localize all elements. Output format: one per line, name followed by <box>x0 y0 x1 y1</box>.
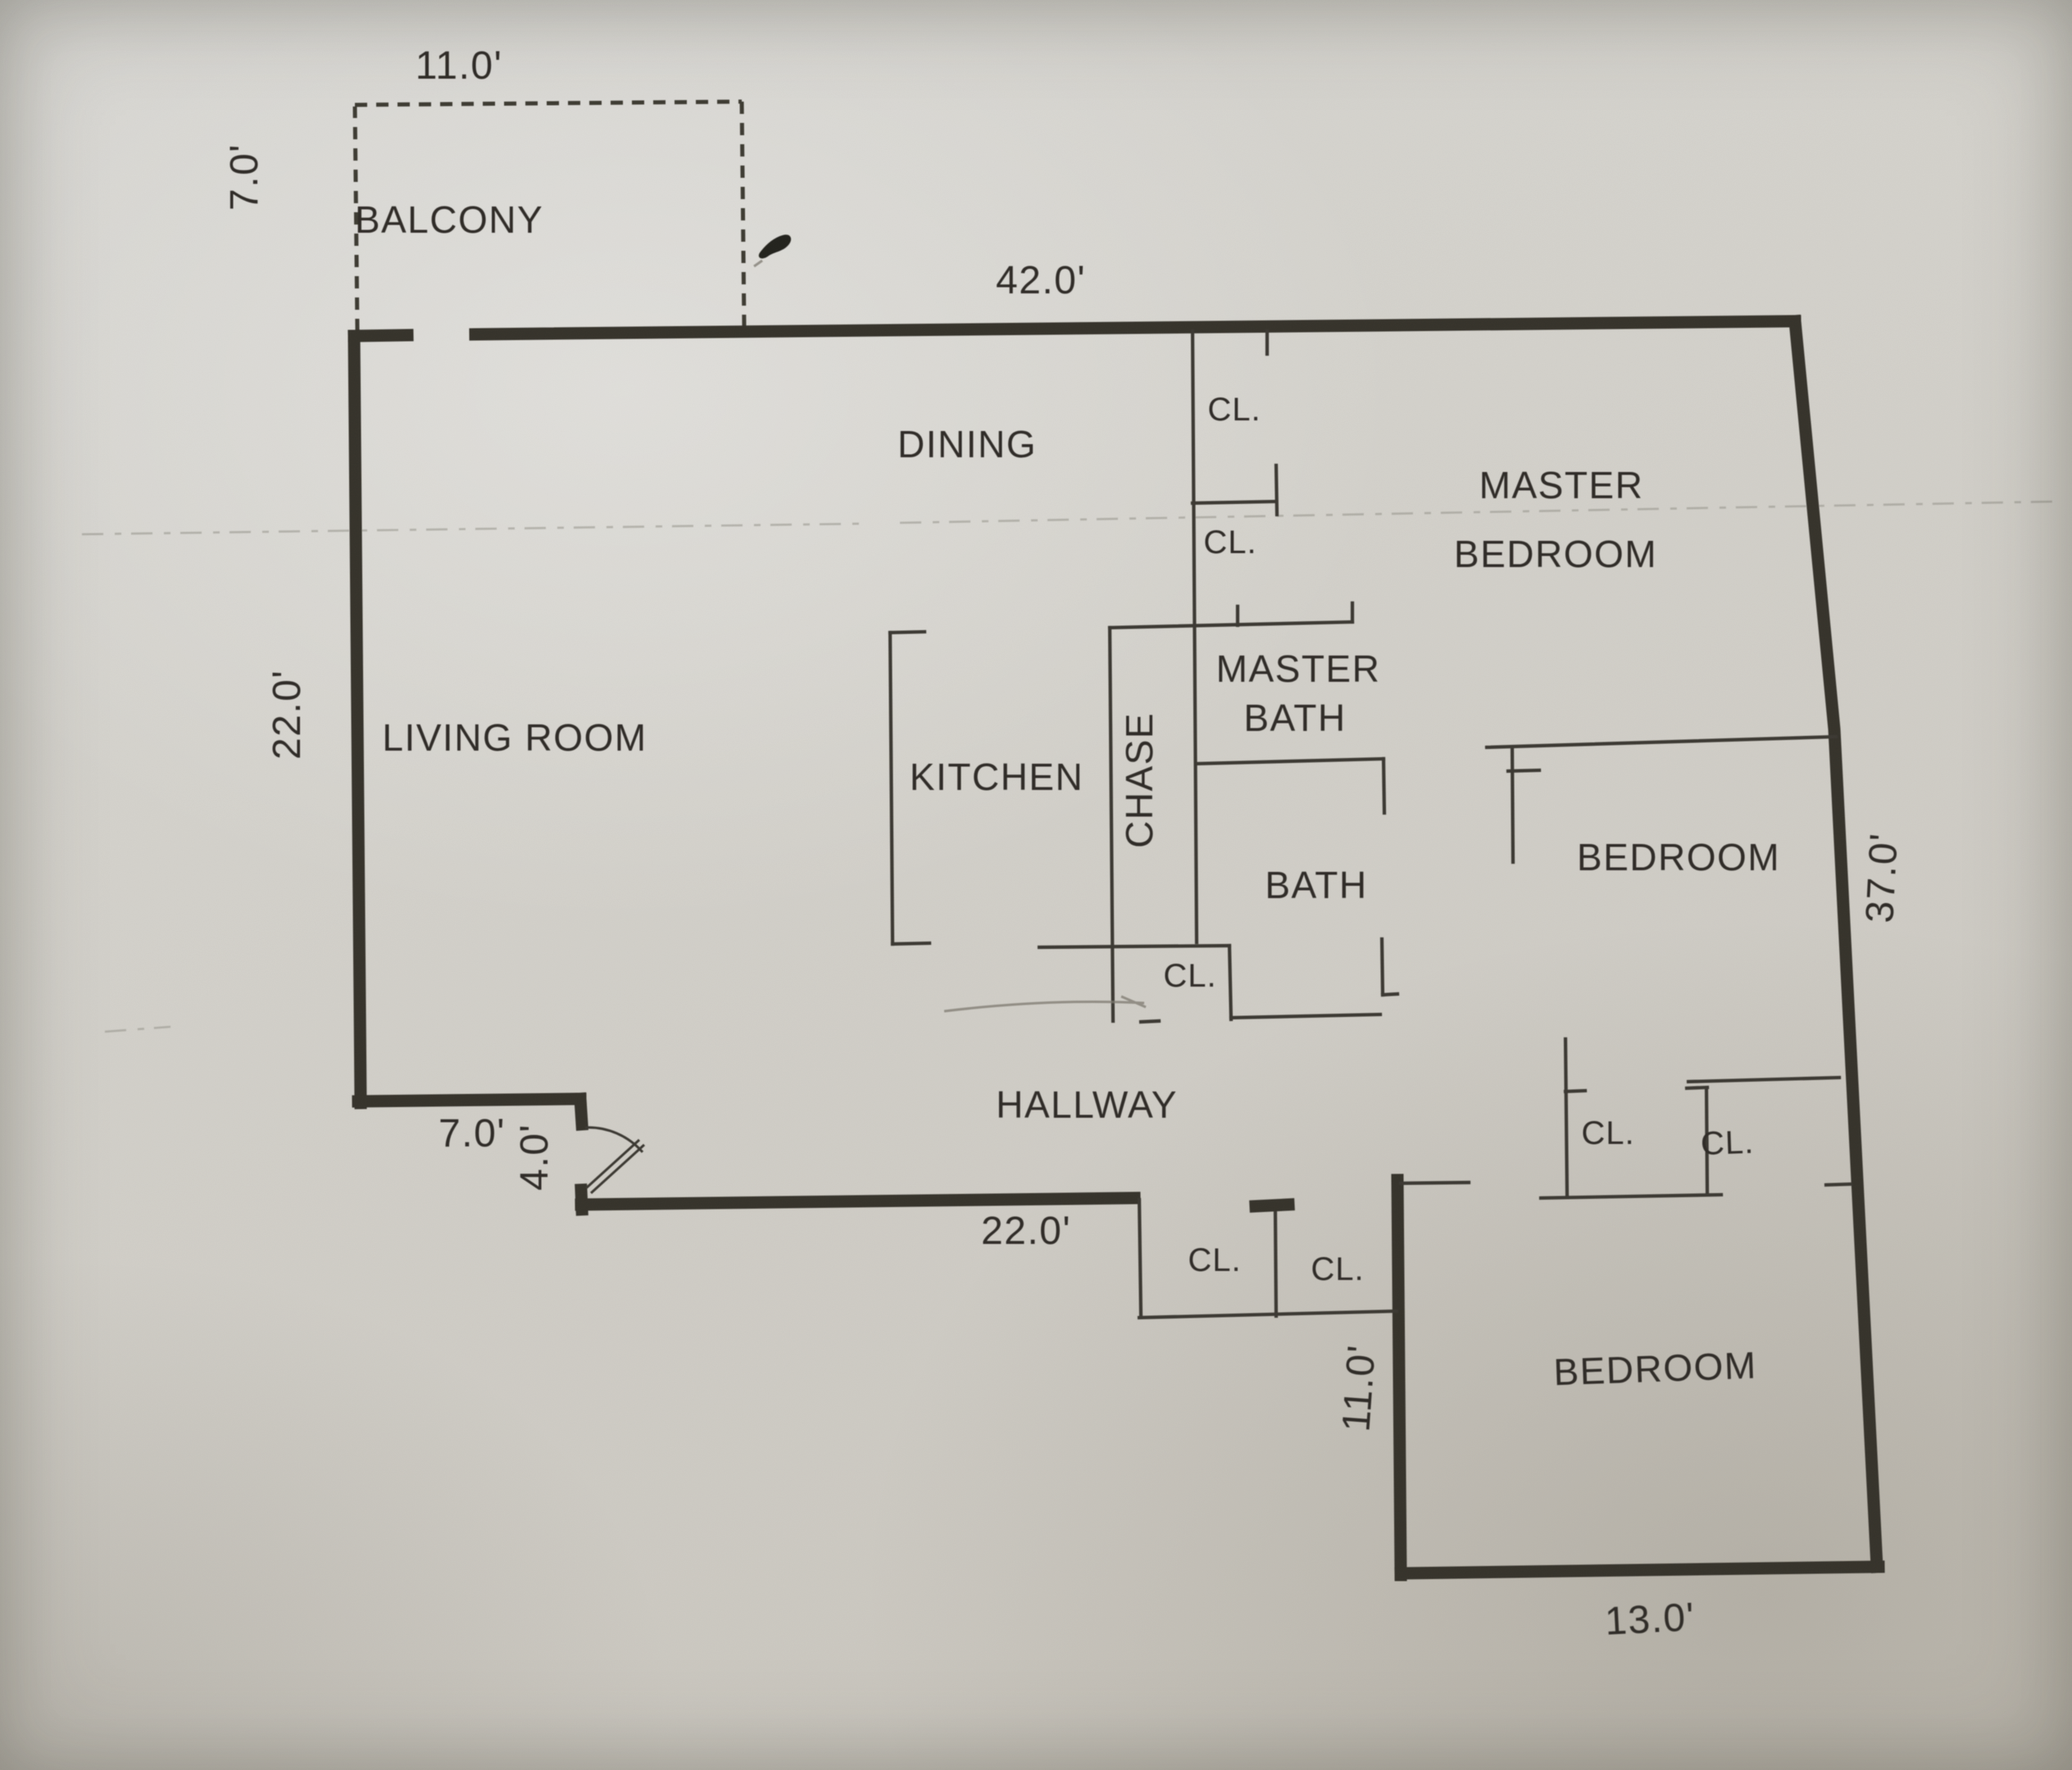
paper-grain-texture <box>0 0 2072 1770</box>
scanned-floor-plan-page: 11.0' 7.0' BALCONY 42.0' DINING CL. CL. … <box>0 0 2072 1770</box>
floor-plan-drawing: 11.0' 7.0' BALCONY 42.0' DINING CL. CL. … <box>0 0 2072 1770</box>
